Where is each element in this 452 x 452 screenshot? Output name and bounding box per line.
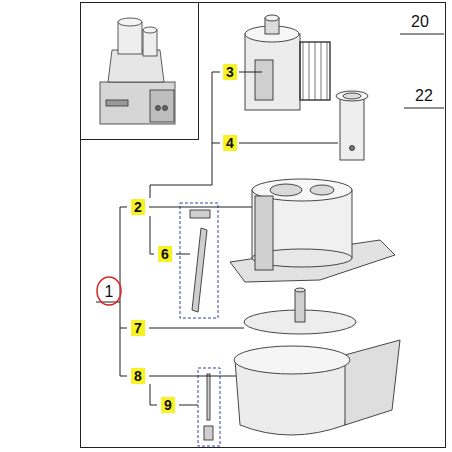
callout-number: 7 <box>131 320 145 336</box>
machine-illustration <box>100 18 175 124</box>
rod-part <box>190 210 210 312</box>
group-box <box>198 368 220 446</box>
lid-part <box>245 15 330 110</box>
pusher-part <box>336 91 368 160</box>
callout-number: 4 <box>223 135 237 151</box>
callout-number: 2 <box>131 199 145 215</box>
disc-part <box>244 288 356 334</box>
callout-number: 6 <box>158 246 172 262</box>
callout-number: 8 <box>131 368 145 384</box>
highlight-circle <box>97 277 121 305</box>
base-part <box>234 340 400 435</box>
callout-number: 22 <box>415 88 433 104</box>
inset-frame <box>81 3 199 140</box>
shaft-part <box>204 374 213 440</box>
callout-number: 9 <box>161 397 175 413</box>
callout-number: 3 <box>223 64 237 80</box>
callout-number: 20 <box>411 14 429 30</box>
outer-frame <box>81 3 446 448</box>
bowl-part <box>230 179 395 282</box>
group-box <box>180 203 218 318</box>
leader-lines <box>96 34 444 405</box>
callout-number: 1 <box>105 284 114 300</box>
